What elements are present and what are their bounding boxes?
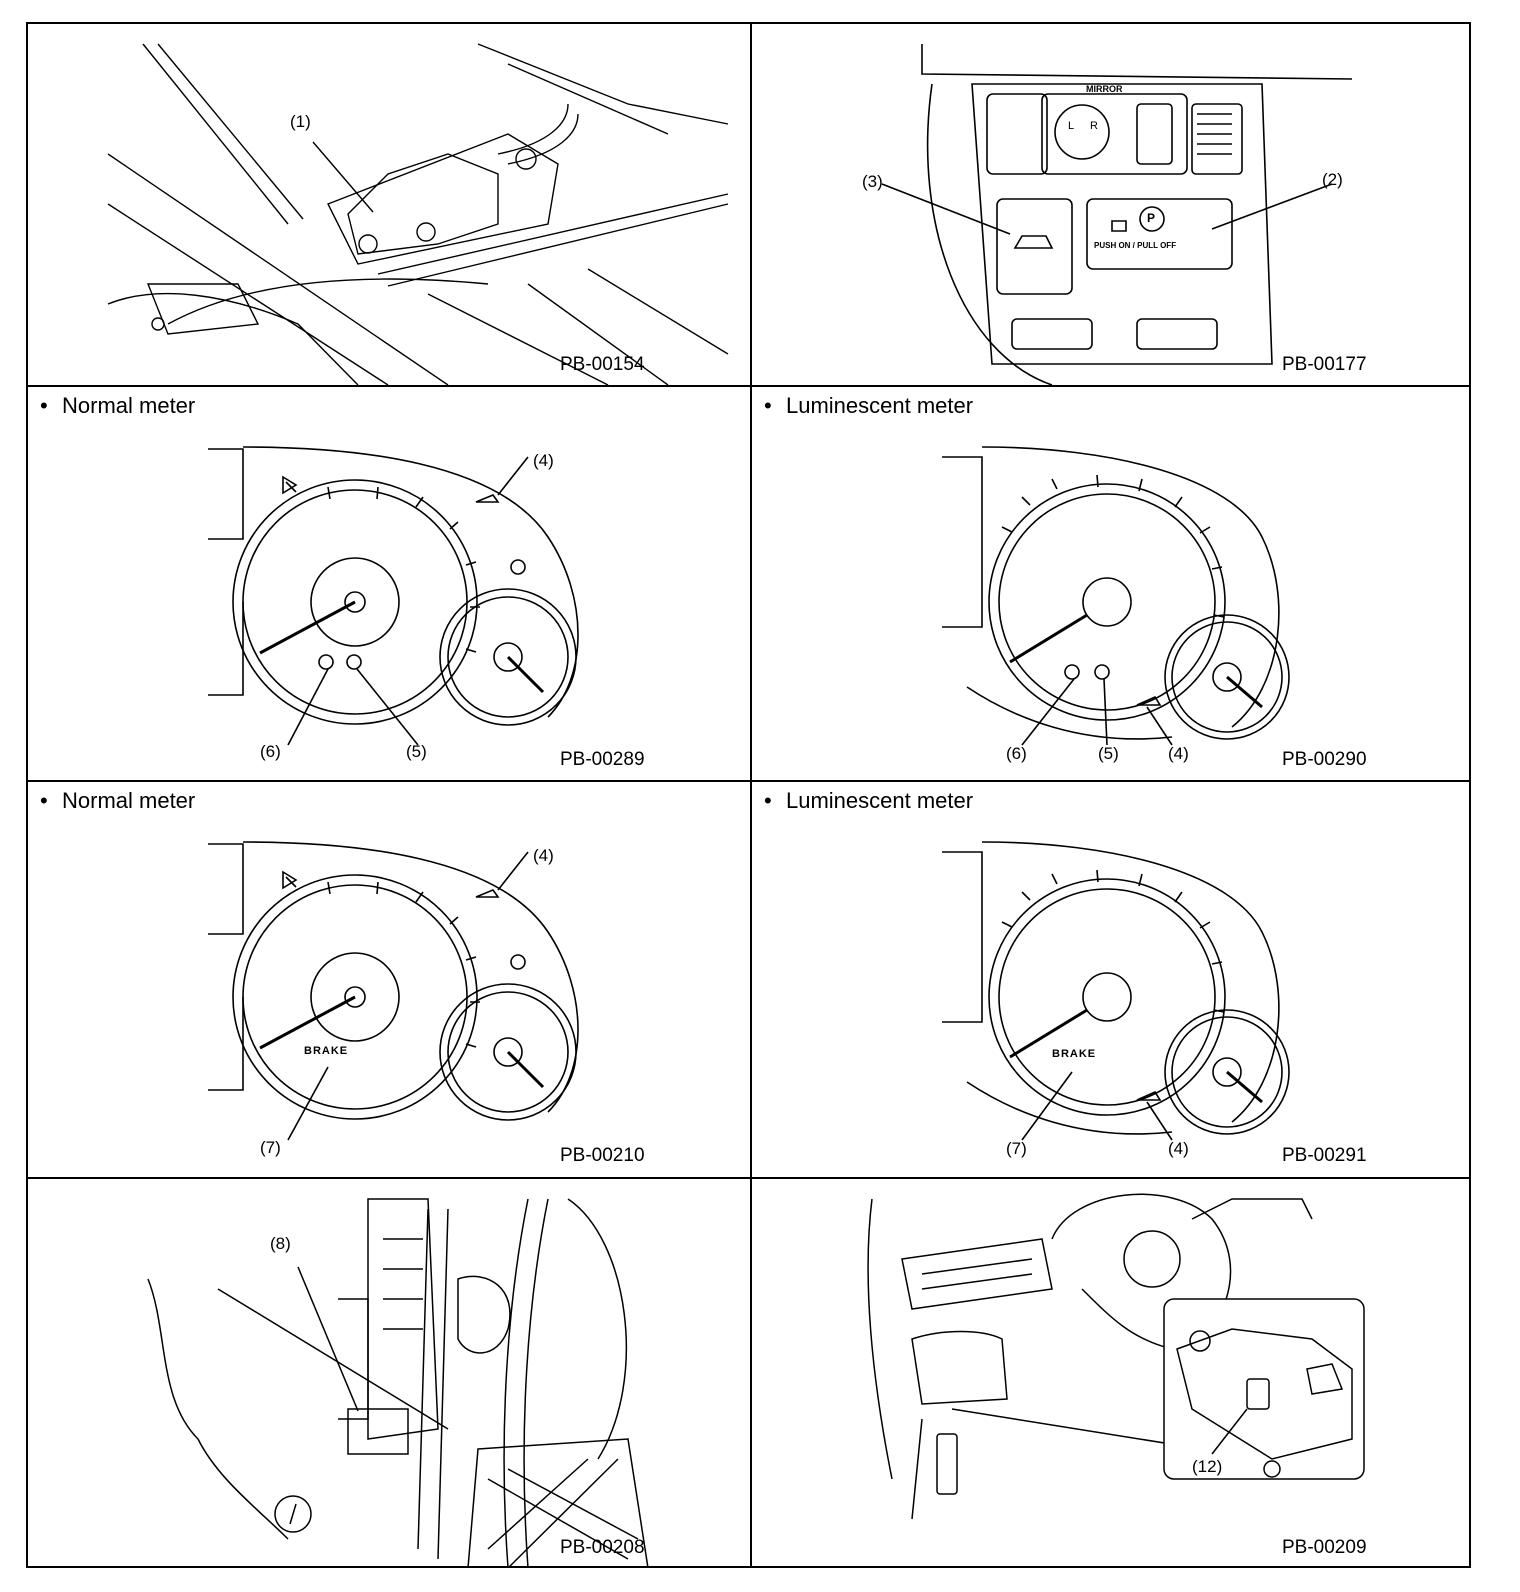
column-divider [750, 24, 752, 1566]
luminescent-meter-brake-illustration [752, 782, 1473, 1177]
callout-1: (1) [290, 112, 311, 131]
callout-4: (4) [1168, 744, 1189, 763]
callout-3: (3) [862, 172, 883, 191]
callout-7: (7) [1006, 1139, 1027, 1158]
diagram-sheet: (1) PB-00154 MIRROR L R P PUSH ON / P [26, 22, 1471, 1568]
push-pull-label: PUSH ON / PULL OFF [1094, 241, 1177, 250]
panel-pb-00209: (12) PB-00209 [752, 1179, 1473, 1568]
figure-code: PB-00209 [1282, 1537, 1367, 1558]
callout-4: (4) [533, 846, 554, 865]
normal-meter-illustration [28, 387, 750, 780]
panel-heading: •Luminescent meter [764, 788, 974, 813]
row-divider-1 [28, 385, 1469, 387]
row-divider-3 [28, 1177, 1469, 1179]
luminescent-meter-illustration [752, 387, 1473, 780]
actuator-underbody-illustration [28, 24, 750, 385]
callout-12: (12) [1192, 1457, 1223, 1477]
callout-6: (6) [260, 742, 281, 761]
row-divider-2 [28, 780, 1469, 782]
panel-heading: •Normal meter [40, 788, 196, 813]
figure-code: PB-00177 [1282, 354, 1367, 375]
panel-heading: •Normal meter [40, 393, 196, 418]
dashboard-connector-illustration [752, 1179, 1473, 1568]
panel-pb-00210: •Normal meter BRAKE (4) (7) PB-00210 [28, 782, 750, 1177]
mirror-label: MIRROR [1086, 84, 1123, 94]
callout-2: (2) [1322, 170, 1343, 189]
normal-meter-brake-illustration [28, 782, 750, 1177]
figure-code: PB-00210 [560, 1145, 645, 1166]
brake-warning-label: BRAKE [304, 1045, 349, 1057]
panel-pb-00208: (8) PB-00208 [28, 1179, 750, 1568]
panel-heading: •Luminescent meter [764, 393, 974, 418]
figure-code: PB-00154 [560, 354, 645, 375]
mirror-r-label: R [1090, 120, 1098, 132]
callout-6: (6) [1006, 744, 1027, 763]
callout-7: (7) [260, 1138, 281, 1157]
panel-pb-00290: •Luminescent meter (6) (5) (4) PB-00290 [752, 387, 1473, 780]
switch-panel-illustration [752, 24, 1473, 385]
callout-4: (4) [533, 451, 554, 470]
callout-8: (8) [270, 1234, 291, 1253]
figure-code: PB-00208 [560, 1537, 645, 1558]
parking-p-symbol: P [1147, 211, 1156, 225]
callout-5: (5) [406, 742, 427, 761]
figure-code: PB-00289 [560, 749, 645, 770]
mirror-l-label: L [1068, 120, 1075, 132]
panel-pb-00154: (1) PB-00154 [28, 24, 750, 385]
figure-code: PB-00291 [1282, 1145, 1367, 1166]
callout-4: (4) [1168, 1139, 1189, 1158]
figure-code: PB-00290 [1282, 749, 1367, 770]
panel-pb-00289: •Normal meter (4) (6) (5) PB-00289 [28, 387, 750, 780]
callout-5: (5) [1098, 744, 1119, 763]
panel-pb-00291: •Luminescent meter BRAKE (7) (4) PB-0029… [752, 782, 1473, 1177]
brake-warning-label: BRAKE [1052, 1048, 1097, 1060]
pedal-switch-illustration [28, 1179, 750, 1568]
panel-pb-00177: MIRROR L R P PUSH ON / PULL OFF (3) (2) … [752, 24, 1473, 385]
